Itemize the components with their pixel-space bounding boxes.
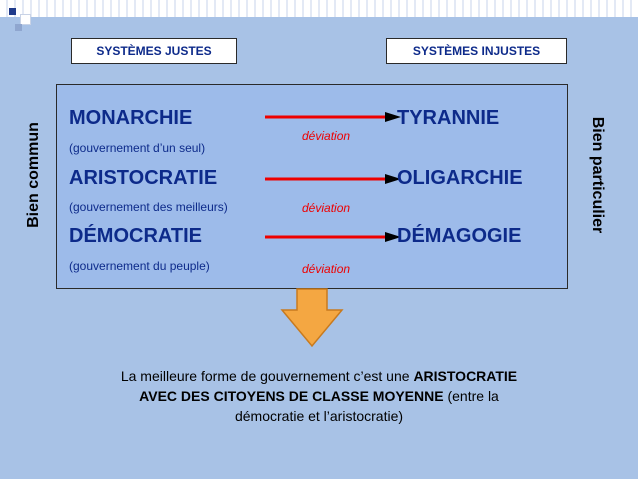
just-system-name: ARISTOCRATIE bbox=[69, 167, 218, 189]
decorative-square-dark bbox=[9, 8, 16, 15]
deviation-label: déviation bbox=[302, 262, 351, 276]
deviation-arrow bbox=[265, 174, 401, 184]
unjust-systems-label: SYSTÈMES INJUSTES bbox=[412, 44, 541, 58]
conclusion-text: La meilleure forme de gouvernement c’est… bbox=[120, 366, 518, 426]
unjust-system-name: DÉMAGOGIE bbox=[397, 225, 522, 247]
just-systems-header: SYSTÈMES JUSTES bbox=[71, 38, 237, 64]
unjust-system-name: TYRANNIE bbox=[397, 107, 500, 129]
top-decorative-stripe bbox=[0, 0, 638, 17]
down-arrow-icon bbox=[280, 288, 344, 348]
just-system-name: MONARCHIE bbox=[69, 107, 193, 129]
conclusion-intro: La meilleure forme de gouvernement c’est… bbox=[120, 368, 414, 384]
just-system-description: (gouvernement des meilleurs) bbox=[69, 200, 228, 214]
right-side-title: Bien particulier bbox=[589, 116, 606, 234]
just-system-name: DÉMOCRATIE bbox=[69, 225, 202, 247]
just-system-description: (gouvernement d’un seul) bbox=[69, 141, 206, 155]
deviation-arrow bbox=[265, 232, 401, 242]
decorative-square-mid bbox=[15, 24, 22, 31]
systems-box: MONARCHIE (gouvernement d’un seul) dévia… bbox=[56, 84, 568, 289]
unjust-system-name: OLIGARCHIE bbox=[397, 167, 523, 189]
deviation-arrow bbox=[265, 112, 401, 122]
just-systems-label: SYSTÈMES JUSTES bbox=[96, 44, 212, 58]
deviation-label: déviation bbox=[302, 129, 351, 143]
just-system-description: (gouvernement du peuple) bbox=[69, 259, 210, 273]
conclusion-end: (entre la démocratie et l’aristocratie) bbox=[234, 388, 499, 424]
conclusion-emphasis: ARISTOCRATIE AVEC DES CITOYENS DE CLASSE… bbox=[139, 368, 518, 404]
unjust-systems-header: SYSTÈMES INJUSTES bbox=[386, 38, 567, 64]
deviation-label: déviation bbox=[302, 201, 351, 215]
left-side-title: Bien commun bbox=[25, 122, 42, 228]
decorative-square-light bbox=[20, 14, 31, 25]
